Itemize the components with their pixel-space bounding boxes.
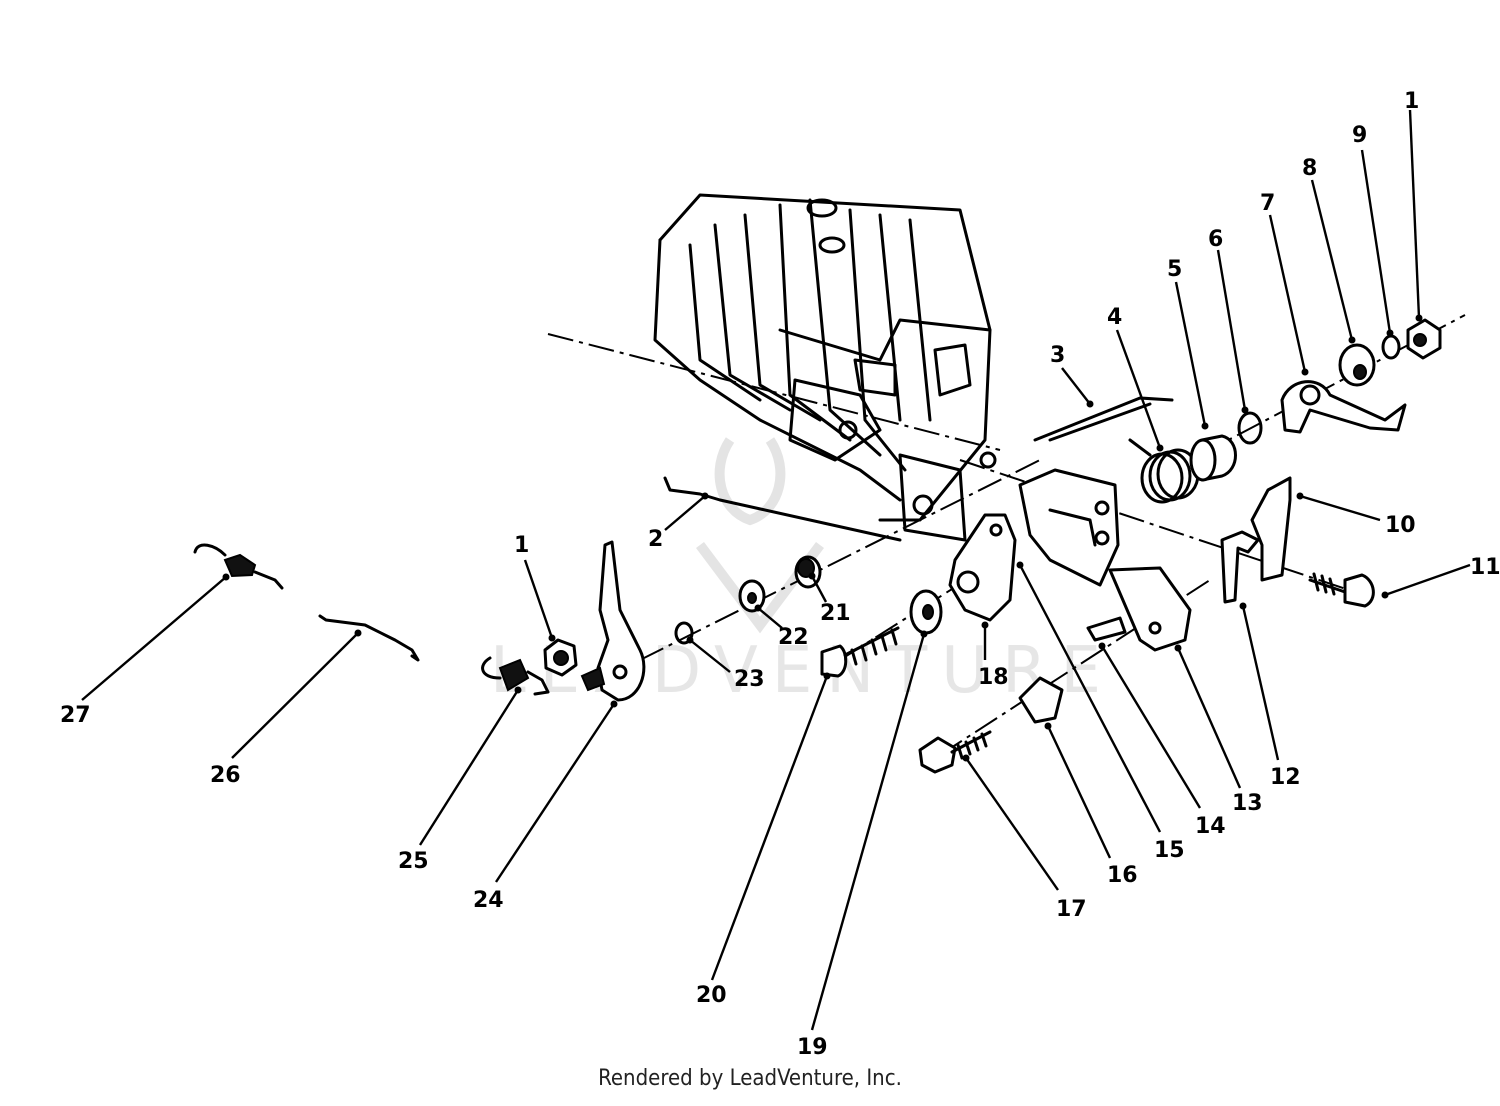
callout-21: 21 [820,601,851,626]
part-20-bolt [820,626,900,678]
part-4-spring [1128,438,1200,504]
part-14-pin [1086,616,1127,642]
callout-16: 16 [1107,863,1138,888]
credit-text: Rendered by LeadVenture, Inc. [598,1066,902,1091]
callout-13: 13 [1232,791,1263,816]
leader-lines [81,109,1471,1031]
callout-14: 14 [1195,814,1226,839]
engine-block [653,193,997,542]
part-7-lever [1280,380,1407,434]
part-19-washer [909,589,943,635]
callout-11: 11 [1470,555,1500,580]
part-9-washer [1381,334,1401,360]
part-8-washer [1338,343,1376,387]
callout-23: 23 [734,667,765,692]
part-26-wire [318,614,420,662]
callout-20: 20 [696,983,727,1008]
part-1-nut-lower [543,638,578,677]
part-25-spring [481,656,550,696]
callout-25: 25 [398,849,429,874]
callout-24: 24 [473,888,504,913]
part-18-governor-arm [948,513,1017,622]
callout-18: 18 [978,665,1009,690]
part-27-spring [193,543,284,590]
part-24-throttle-lever [580,540,646,702]
part-22-washer [738,579,766,613]
part-16-block [1018,676,1064,724]
callout-10: 10 [1385,513,1416,538]
callout-19: 19 [797,1035,828,1060]
callout-15: 15 [1154,838,1185,863]
part-1-nut-upper [1406,318,1442,360]
callout-2: 2 [648,527,663,552]
callout-labels: 1 9 8 7 6 5 4 3 10 11 2 1 21 22 23 18 27… [60,89,1500,1060]
callout-27: 27 [60,703,91,728]
callout-3: 3 [1050,343,1065,368]
callout-7: 7 [1260,191,1275,216]
callout-12: 12 [1270,765,1301,790]
part-6-ring [1237,411,1263,445]
callout-8: 8 [1302,156,1317,181]
part-23-ring [674,621,694,645]
part-3-rod [1033,396,1174,442]
callout-4: 4 [1107,305,1122,330]
callout-1-lower: 1 [514,533,529,558]
part-5-bushing [1189,434,1237,482]
part-12-clip [1220,530,1260,604]
callout-26: 26 [210,763,241,788]
part-2-link-wire [663,476,902,542]
callout-5: 5 [1167,257,1182,282]
part-11-screw [1308,572,1375,608]
leader-dots [222,314,1423,762]
part-13-control-plate [1018,468,1192,652]
part-17-screw [918,730,992,774]
callout-22: 22 [778,625,809,650]
callout-6: 6 [1208,227,1223,252]
callout-17: 17 [1056,897,1087,922]
part-10-bracket [1250,476,1292,582]
callout-9: 9 [1352,123,1367,148]
callout-1-upper: 1 [1404,89,1419,114]
